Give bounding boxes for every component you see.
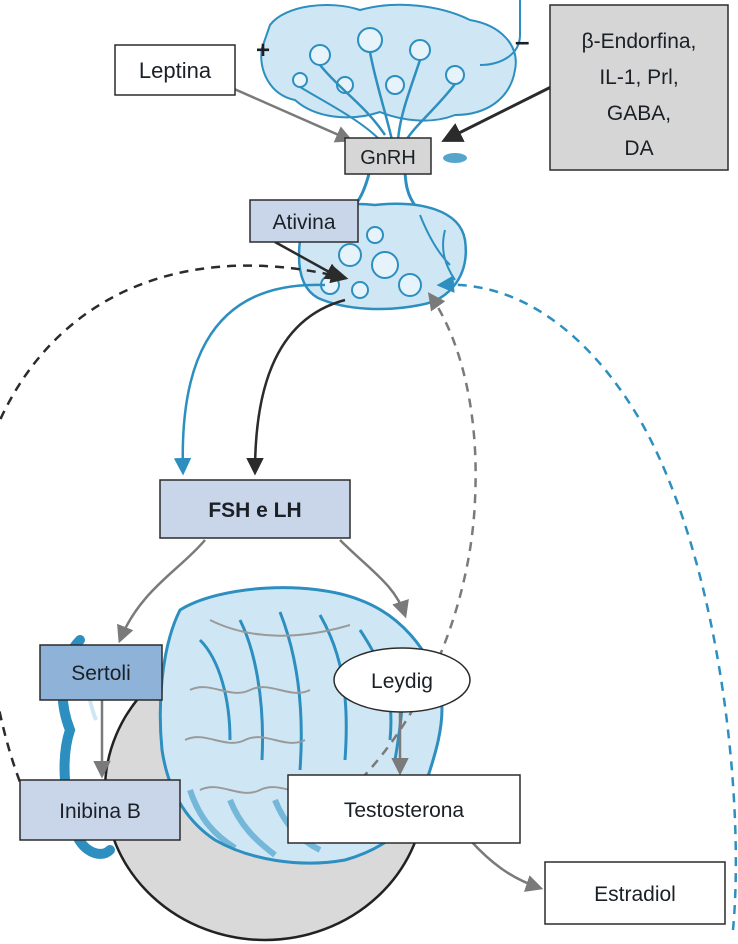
ativina-box: Ativina: [250, 200, 358, 242]
sertoli-label: Sertoli: [71, 662, 131, 685]
inhibitor-line-3: GABA,: [607, 102, 671, 125]
leydig-ellipse: Leydig: [334, 648, 470, 712]
inhibitor-line-1: β-Endorfina,: [582, 30, 697, 53]
ativina-label: Ativina: [272, 211, 335, 234]
stimulatory-sign: +: [256, 37, 270, 64]
leydig-label: Leydig: [371, 670, 433, 693]
inibina-label: Inibina B: [59, 800, 141, 823]
testis-illustration: [63, 588, 442, 940]
inhibitor-line-2: IL-1, Prl,: [599, 66, 678, 89]
inhibitors-box: β-Endorfina, IL-1, Prl, GABA, DA: [550, 5, 728, 170]
gnrh-box: GnRH: [345, 138, 467, 174]
inibina-box: Inibina B: [20, 780, 180, 840]
fsh-lh-label: FSH e LH: [208, 499, 301, 522]
testosterona-label: Testosterona: [344, 799, 465, 822]
inhibitor-line-4: DA: [624, 137, 653, 160]
pituitary-to-fsh-blue-arrow: [183, 285, 325, 472]
gnrh-label: GnRH: [360, 147, 416, 169]
pituitary-to-lh-dark-arrow: [255, 300, 345, 472]
testosterona-box: Testosterona: [288, 775, 520, 843]
sertoli-box: Sertoli: [40, 645, 162, 700]
fsh-lh-box: FSH e LH: [160, 480, 350, 538]
leptina-box: Leptina: [115, 45, 235, 95]
leptina-label: Leptina: [139, 58, 212, 83]
estradiol-box: Estradiol: [545, 862, 725, 924]
estradiol-label: Estradiol: [594, 883, 676, 906]
inhibitory-sign: –: [515, 26, 529, 56]
testosterona-to-estradiol-arrow: [470, 840, 540, 888]
